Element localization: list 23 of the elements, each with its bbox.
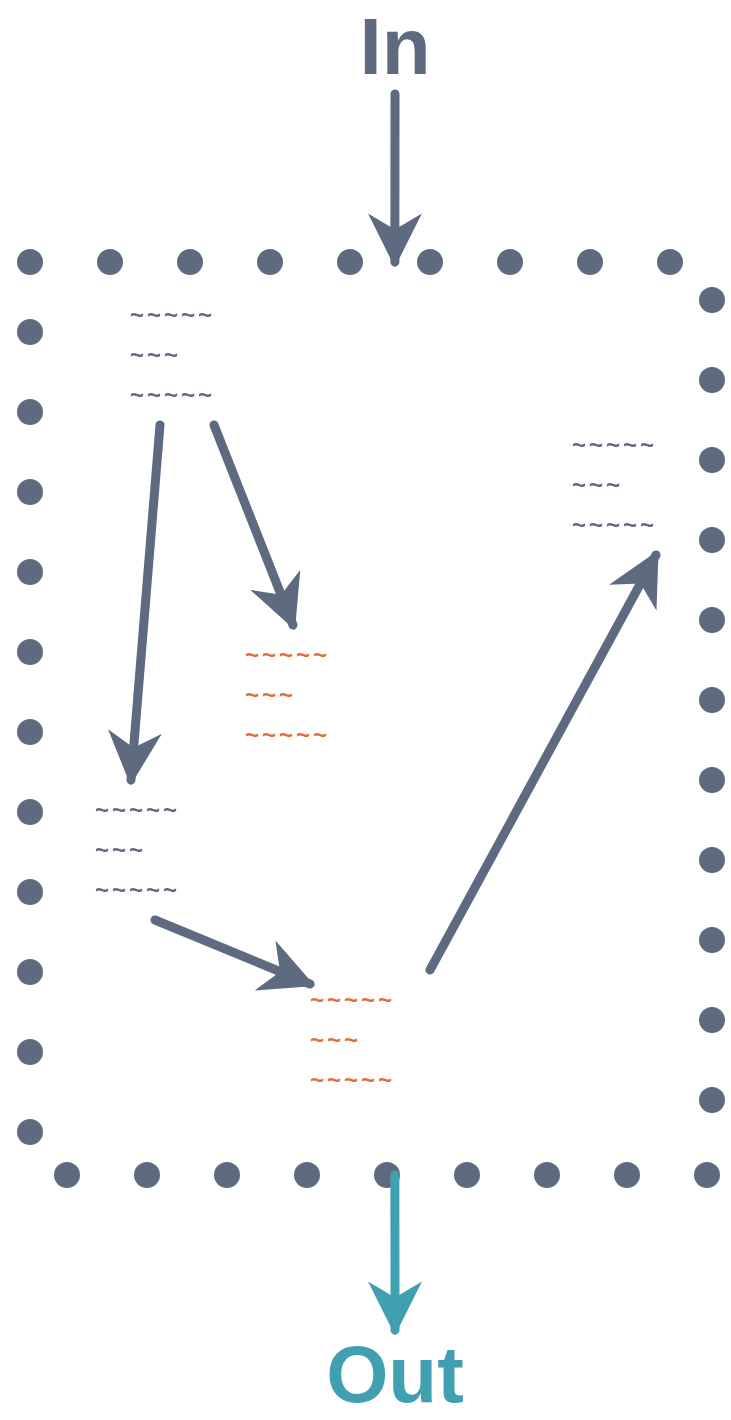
placeholder-text: ~~~~~ bbox=[572, 510, 658, 540]
placeholder-text: ~~~~~ bbox=[245, 640, 331, 670]
placeholder-text: ~~~ bbox=[245, 680, 297, 710]
placeholder-text: ~~~~~ bbox=[130, 380, 216, 410]
arrow bbox=[209, 420, 301, 630]
placeholder-text: ~~~~~ bbox=[95, 795, 181, 825]
input-label: In bbox=[358, 2, 432, 92]
placeholder-text: ~~~~~ bbox=[95, 875, 181, 905]
placeholder-text: ~~~ bbox=[130, 340, 182, 370]
arrow bbox=[367, 1170, 422, 1336]
arrow bbox=[150, 915, 315, 991]
placeholder-text: ~~~~~ bbox=[310, 1065, 396, 1095]
placeholder-text: ~~~~~ bbox=[245, 720, 331, 750]
placeholder-text: ~~~ bbox=[310, 1025, 362, 1055]
placeholder-text: ~~~~~ bbox=[310, 985, 396, 1015]
output-label: Out bbox=[325, 1330, 465, 1420]
placeholder-text: ~~~~~ bbox=[130, 300, 216, 330]
arrow bbox=[367, 89, 422, 268]
arrow bbox=[108, 420, 165, 786]
arrow bbox=[425, 550, 661, 975]
placeholder-text: ~~~~~ bbox=[572, 430, 658, 460]
placeholder-text: ~~~ bbox=[572, 470, 624, 500]
placeholder-text: ~~~ bbox=[95, 835, 147, 865]
